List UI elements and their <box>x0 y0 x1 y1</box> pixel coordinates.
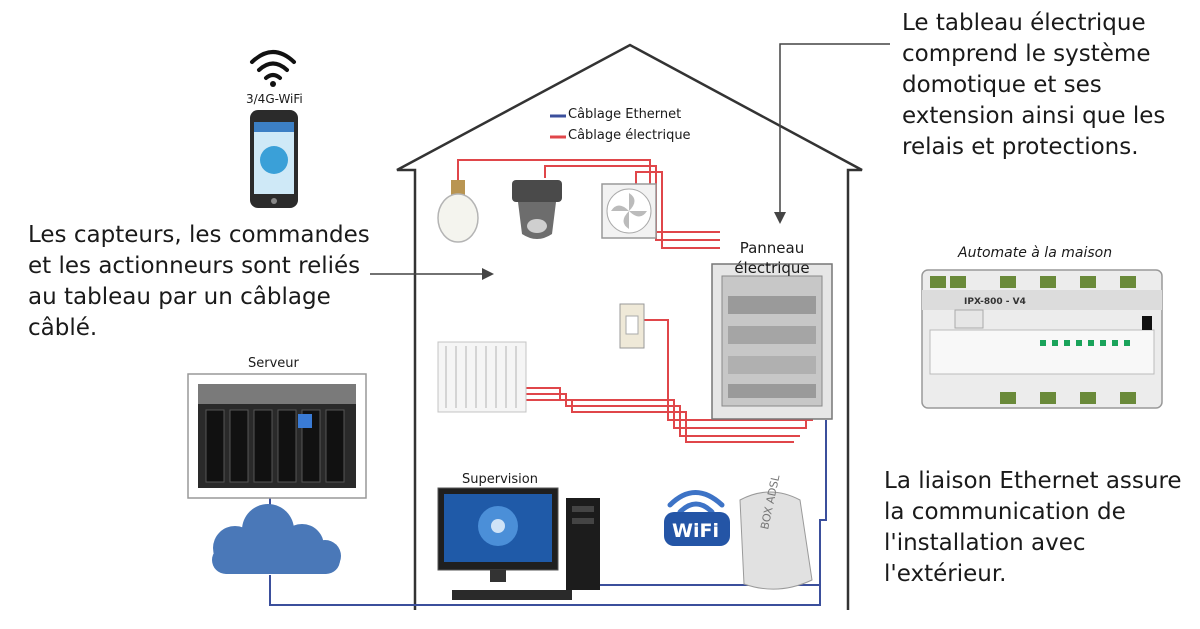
server-label: Serveur <box>248 356 299 371</box>
adsl-box-icon <box>739 491 813 590</box>
left-paragraph: Les capteurs, les commandes et les actio… <box>28 222 370 341</box>
legend-electric-label: Câblage électrique <box>568 128 691 143</box>
arrow-to-sensors <box>370 268 494 280</box>
arrow-to-panel <box>774 43 890 224</box>
radiator-icon <box>437 341 527 413</box>
bottom-right-paragraph: La liaison Ethernet assure la communicat… <box>884 468 1182 587</box>
motion-sensor-icon <box>512 180 562 239</box>
electric-wiring <box>457 159 813 443</box>
top-right-paragraph: Le tableau électrique comprend le systèm… <box>902 10 1166 160</box>
fan-icon <box>601 183 657 239</box>
server-room-icon <box>187 373 367 499</box>
tower-pc-icon <box>566 498 600 590</box>
cloud-icon <box>212 504 341 574</box>
automate-model-label: IPX-800 - V4 <box>964 297 1026 307</box>
switch-icon <box>619 303 645 349</box>
electrical-panel-icon <box>711 263 833 420</box>
automate-caption: Automate à la maison <box>958 245 1113 261</box>
panel-label: Panneau électrique <box>734 239 810 277</box>
light-bulb-icon <box>437 180 479 243</box>
supervision-label: Supervision <box>462 472 538 487</box>
automate-module-icon <box>921 269 1163 409</box>
smartphone-icon <box>250 110 298 208</box>
legend-ethernet-label: Câblage Ethernet <box>568 107 682 122</box>
wifi-logo-text: WiFi <box>672 520 719 542</box>
computer-icon <box>437 487 572 600</box>
wifi-logo-icon <box>664 490 730 546</box>
phone-label: 3/4G-WiFi <box>246 92 303 106</box>
wifi-icon <box>250 50 296 80</box>
house-outline <box>396 43 863 610</box>
